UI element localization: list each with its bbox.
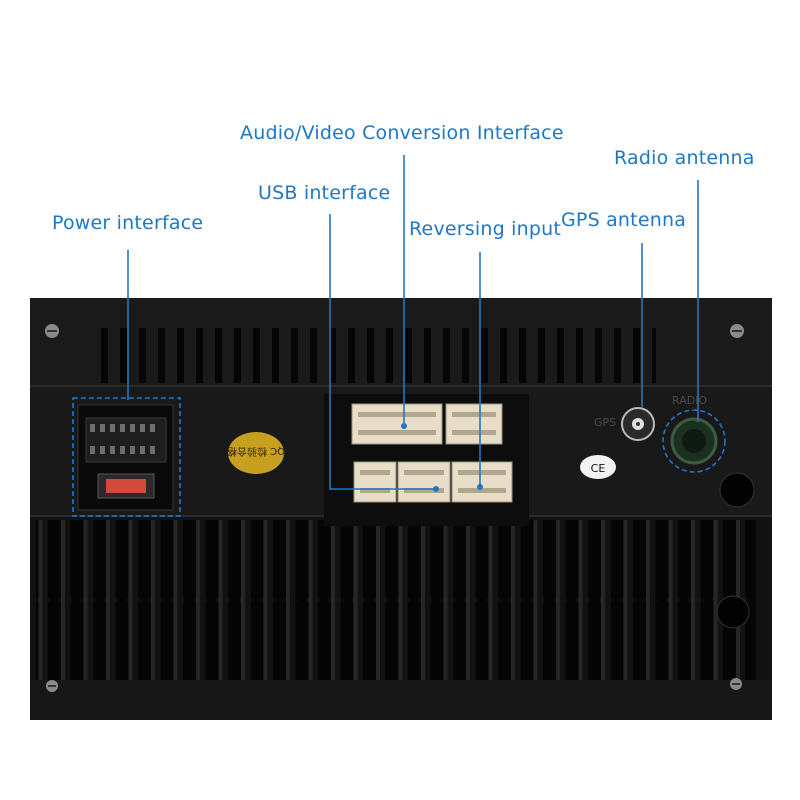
callout-leader-lines xyxy=(127,155,699,490)
ce-mark-text: CE xyxy=(591,462,606,475)
gps-antenna-callout: GPS antenna xyxy=(561,209,687,231)
qc-sticker: QC 检验合格 xyxy=(227,432,285,474)
cable-hole-upper xyxy=(719,472,755,508)
av-conversion-callout: Audio/Video Conversion Interface xyxy=(240,122,564,144)
reversing-connector xyxy=(451,461,513,503)
ce-label: CE xyxy=(580,455,616,479)
usb-anchor-dot xyxy=(433,486,439,492)
fuse xyxy=(97,473,155,499)
usb-interface-callout: USB interface xyxy=(258,182,391,204)
radio-antenna-port xyxy=(670,417,718,465)
av-conversion-connector-aux xyxy=(445,403,503,445)
power-interface-callout: Power interface xyxy=(52,212,204,234)
mounting-screw-top-left xyxy=(45,324,59,338)
cable-hole-lower xyxy=(716,595,750,629)
av-usb-connector-bay xyxy=(324,394,529,526)
mounting-screw-bottom-right xyxy=(730,678,742,690)
usb-connector-aux xyxy=(397,461,451,503)
usb-connector xyxy=(353,461,397,503)
radio-antenna-callout: Radio antenna xyxy=(614,147,755,169)
av-anchor-dot xyxy=(401,423,407,429)
qc-sticker-text: QC 检验合格 xyxy=(227,445,285,458)
radio-port-marking: RADIO xyxy=(672,394,707,407)
radio-antenna-highlight xyxy=(662,409,726,473)
av-conversion-connector xyxy=(351,403,443,445)
mounting-screw-top-right xyxy=(730,324,744,338)
mounting-screw-bottom-left xyxy=(46,680,58,692)
reversing-anchor-dot xyxy=(477,484,483,490)
gps-port-marking: GPS xyxy=(594,416,616,429)
reversing-input-callout: Reversing input xyxy=(409,218,561,240)
callout-anchor-dots xyxy=(401,423,483,492)
gps-antenna-port xyxy=(621,407,655,441)
usb-leader-line xyxy=(329,214,436,490)
